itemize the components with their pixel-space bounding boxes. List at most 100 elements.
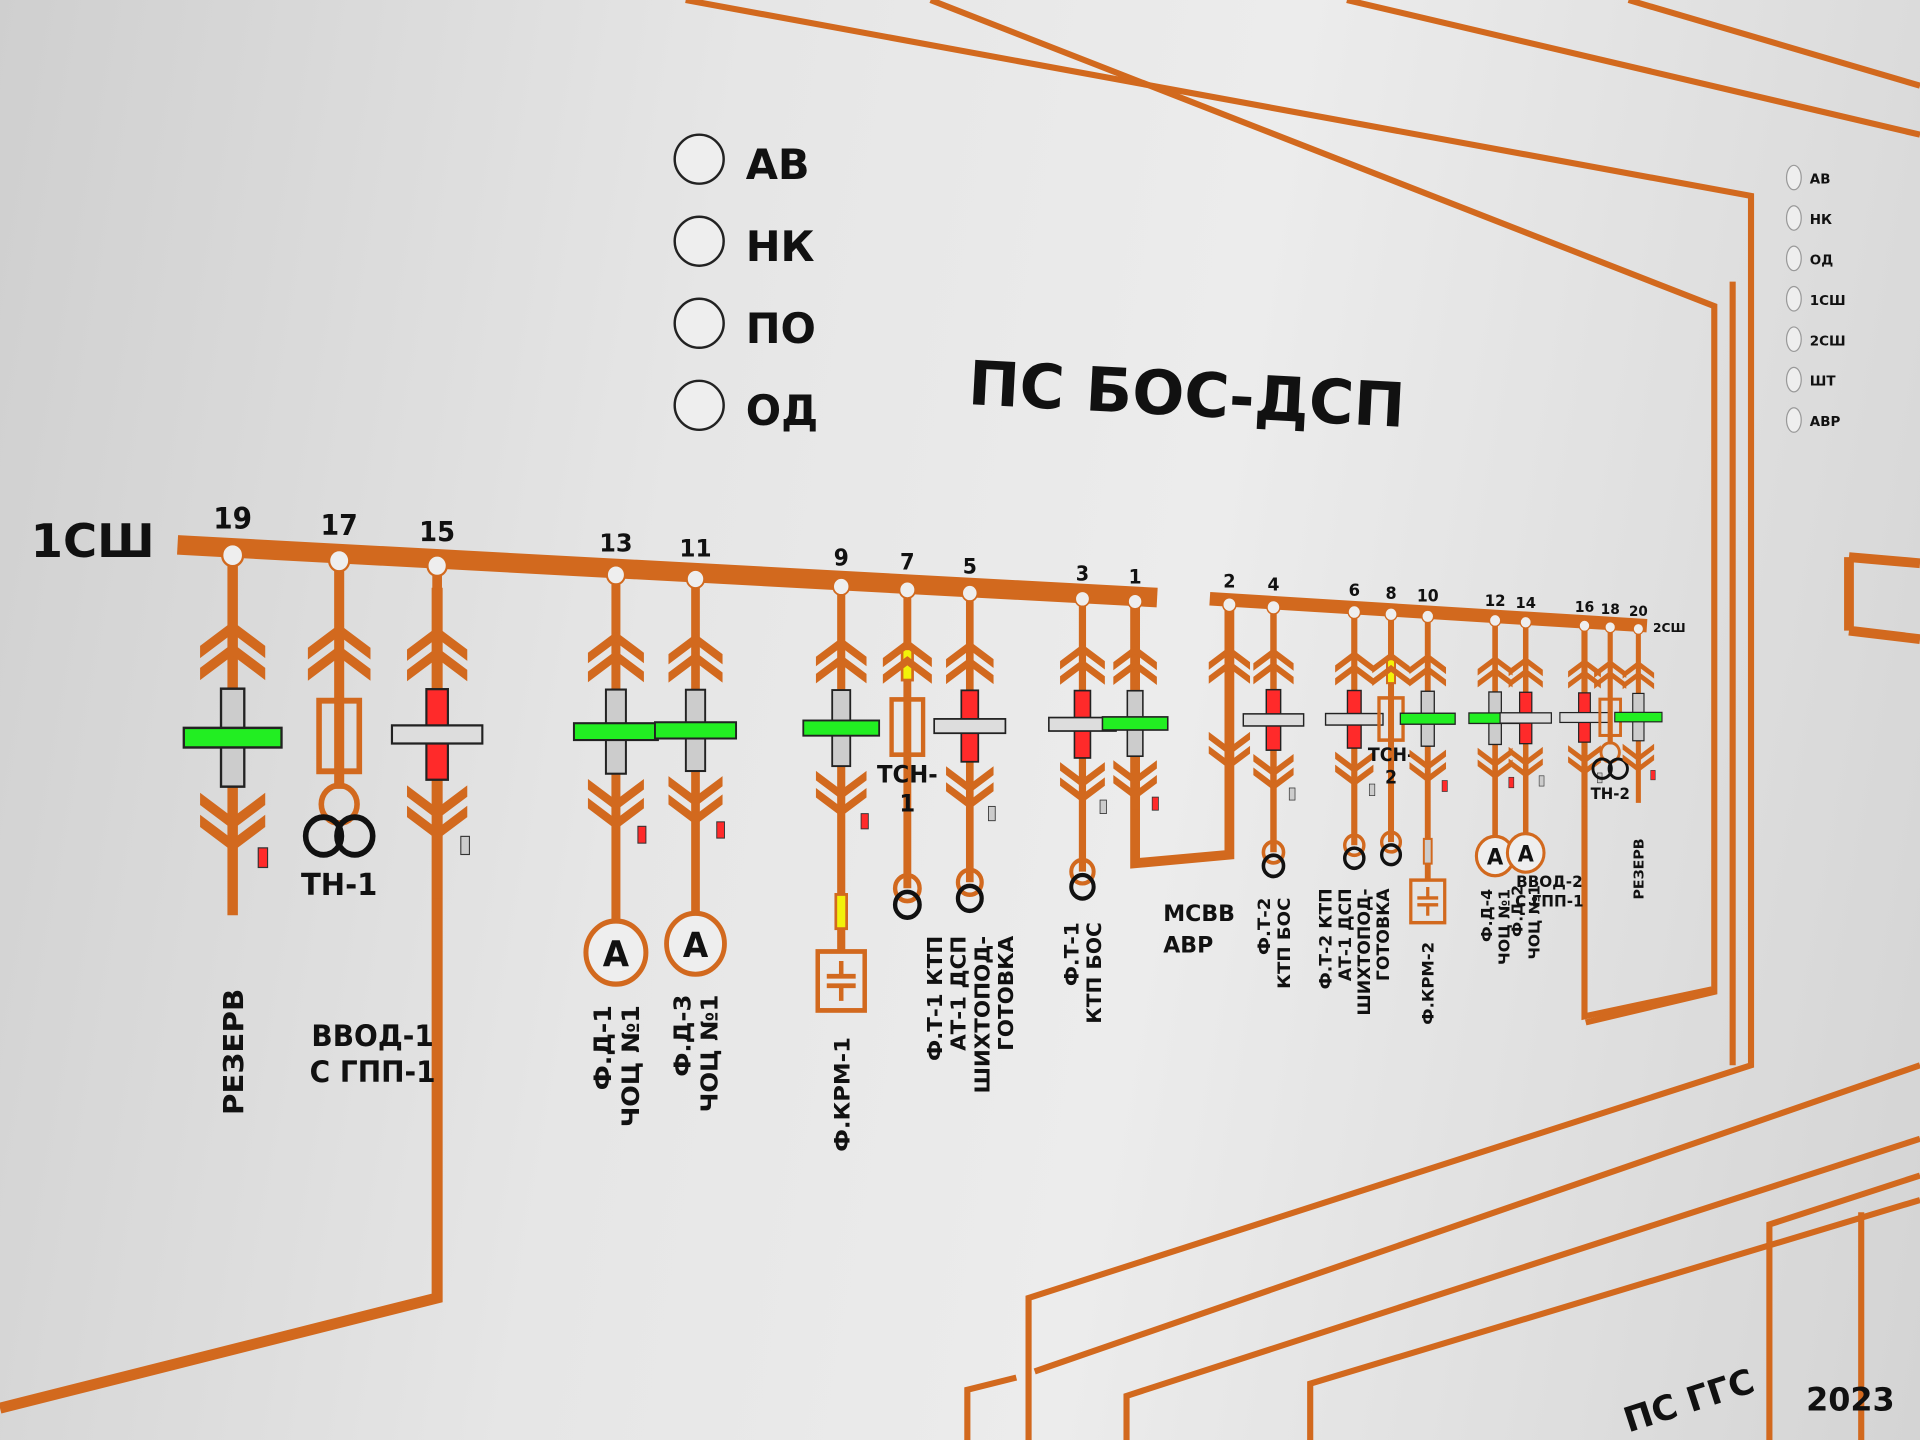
- chevron-up-icon: [1253, 648, 1294, 671]
- frame-line: [964, 1374, 1018, 1440]
- feeder-10: 10Ф.КРМ-2: [1399, 586, 1456, 1025]
- warning-lamp: [1422, 837, 1433, 865]
- feeder-number: 9: [834, 545, 849, 572]
- transformer-icon: [1343, 833, 1366, 858]
- feeder-label: ГОТОВКА: [995, 935, 1018, 1051]
- chevron-down-icon: [407, 785, 468, 820]
- motor-letter: A: [683, 925, 708, 965]
- feeder-number: 12: [1485, 592, 1506, 610]
- chevron-down-icon: [1568, 745, 1601, 764]
- chevron-up-icon: [1253, 661, 1294, 685]
- indicator-lamp: [637, 825, 647, 844]
- motor-letter: A: [1518, 842, 1535, 868]
- chevron-down-icon: [1335, 764, 1374, 787]
- chevron-up-icon: [1622, 671, 1655, 690]
- legend-lamp-icon: [1785, 285, 1802, 312]
- indicator-lamp: [1650, 770, 1656, 781]
- frame-line: [1033, 1062, 1920, 1375]
- chevron-up-icon: [407, 626, 468, 661]
- legend-label: АВР: [1810, 415, 1841, 430]
- chevron-up-icon: [1477, 655, 1513, 676]
- chevron-up-icon: [1409, 665, 1447, 687]
- indicator-lamp: [716, 821, 725, 839]
- capacitor-icon: [1409, 878, 1447, 925]
- transformer-icon: [1069, 872, 1096, 901]
- breaker-horizontal-bar: [802, 719, 881, 737]
- chevron-down-icon: [1477, 747, 1513, 768]
- legend-lamp-icon: [1785, 366, 1802, 393]
- breaker-horizontal-bar: [653, 721, 738, 740]
- chevron-up-icon: [307, 645, 371, 681]
- feeder-number: 3: [1076, 562, 1089, 586]
- fuse-icon: [316, 697, 363, 775]
- chevron-down-icon: [1622, 743, 1655, 762]
- feeder-number: 6: [1349, 580, 1360, 601]
- chevron-up-icon: [815, 637, 867, 667]
- breaker-horizontal-bar: [1242, 713, 1305, 727]
- chevron-up-icon: [882, 639, 932, 668]
- chevron-up-icon: [668, 633, 723, 665]
- feeder-number: 10: [1417, 586, 1439, 605]
- feeder-label: Ф.КРМ-1: [830, 1037, 855, 1152]
- legend-label: НК: [1810, 213, 1832, 228]
- legend-label: ОД: [746, 386, 818, 435]
- feeder-label: Ф.Т-1 КТП: [923, 936, 946, 1061]
- bus-connection-icon: [328, 548, 351, 573]
- indicator-lamp: [860, 813, 869, 830]
- legend-label: АВ: [1810, 173, 1831, 188]
- chevron-up-icon: [668, 652, 723, 683]
- legend-label: 2СШ: [1810, 334, 1846, 349]
- bus-connection-icon: [961, 584, 979, 602]
- feeder-number: 17: [321, 509, 358, 542]
- feeder-9: 9Ф.КРМ-1: [802, 545, 881, 1152]
- bus-connection-icon: [1266, 599, 1281, 615]
- chevron-up-icon: [882, 656, 932, 684]
- indicator-lamp: [988, 805, 996, 822]
- feeder-label: КТП БОС: [1083, 922, 1105, 1024]
- transformer-icon: [1343, 846, 1366, 871]
- feeder-label: С ГПП-1: [1515, 892, 1583, 910]
- legend-lamp-icon: [1785, 245, 1802, 272]
- chevron-down-icon: [1113, 760, 1157, 785]
- feeder-label: Ф.Т-1: [1061, 922, 1083, 986]
- feeder-number: 5: [963, 554, 977, 579]
- chevron-up-icon: [1477, 667, 1513, 688]
- legend-label: ПО: [746, 304, 816, 353]
- feeder-number: 15: [419, 516, 455, 548]
- bus-1: [177, 535, 1158, 608]
- transformer-icon: [1069, 857, 1096, 886]
- feeder-1: 1: [1101, 565, 1169, 811]
- feeder-label: ТСН-: [1368, 745, 1414, 767]
- indicator-lamp: [257, 847, 269, 869]
- transformer-icon: [334, 814, 376, 858]
- legend-lamp-icon: [673, 133, 725, 185]
- capacitor-plates-icon: [826, 960, 856, 1001]
- transformer-icon: [1261, 839, 1286, 865]
- feeder-label: ВВОД-2: [1516, 873, 1583, 891]
- motor-icon: [664, 910, 727, 977]
- chevron-up-icon: [1113, 645, 1157, 671]
- chevron-down-icon: [1622, 754, 1655, 773]
- chevron-down-icon: [1508, 758, 1543, 778]
- right-bus: [1844, 552, 1920, 645]
- breaker-horizontal-bar: [572, 722, 659, 742]
- chevron-down-icon: [1060, 762, 1105, 788]
- feeder-label: 1: [899, 789, 915, 818]
- chevron-down-icon: [668, 776, 723, 807]
- frame-line: [1766, 1172, 1920, 1440]
- legend-label: НК: [746, 222, 815, 271]
- mcbb-link: [1130, 600, 1235, 869]
- chevron-up-icon: [1568, 658, 1601, 678]
- chevron-down-icon: [1208, 731, 1251, 756]
- feeder-label: ЧОЦ №1: [617, 1005, 645, 1127]
- chevron-up-icon: [307, 624, 371, 660]
- transformer-icon: [1261, 853, 1286, 879]
- transformer-icon: [955, 867, 984, 898]
- capacitor-icon: [815, 949, 867, 1013]
